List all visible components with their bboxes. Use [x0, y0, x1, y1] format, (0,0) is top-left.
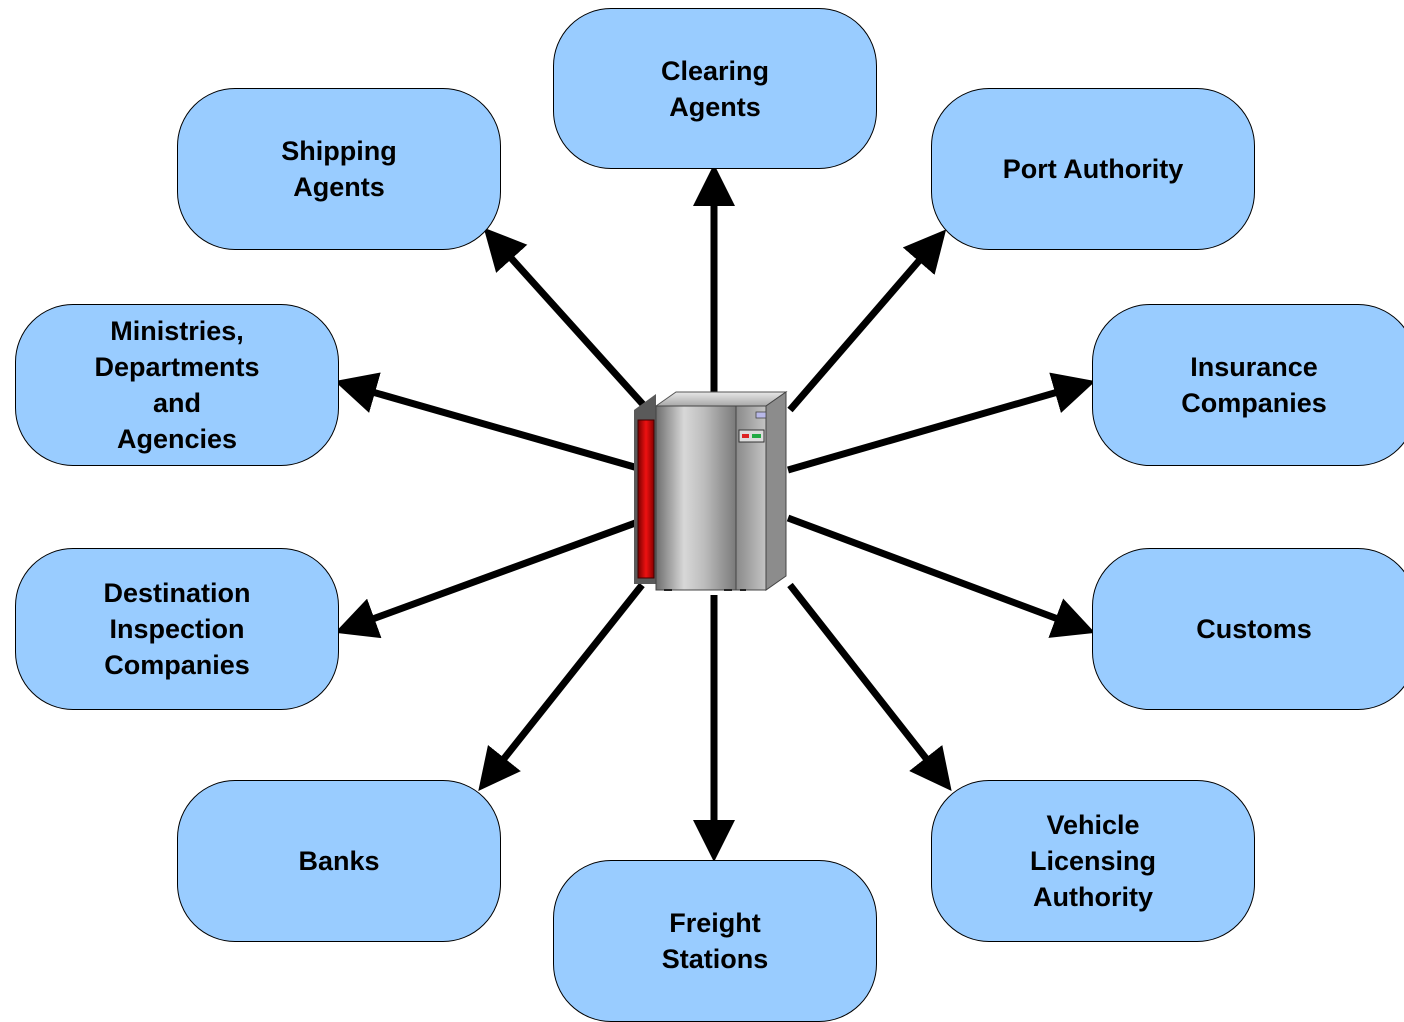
arrow-to-ministries	[334, 372, 639, 472]
node-label: Banks	[298, 846, 380, 876]
arrow-to-insurance-companies	[787, 372, 1096, 474]
arrow-to-port-authority	[787, 229, 947, 413]
node-port-authority: Port Authority	[931, 88, 1255, 250]
node-vehicle-licensing: Vehicle Licensing Authority	[931, 780, 1255, 942]
arrow-to-shipping-agents	[483, 227, 651, 413]
node-label: Customs	[1196, 614, 1312, 644]
node-label: Shipping Agents	[281, 136, 397, 202]
server-cabinet-icon	[634, 391, 788, 591]
arrow-to-vehicle-licensing	[787, 582, 952, 792]
arrow-to-destination-inspection	[334, 518, 640, 639]
node-label: Insurance Companies	[1181, 352, 1327, 418]
node-freight-stations: Freight Stations	[553, 860, 877, 1022]
node-label: Vehicle Licensing Authority	[1029, 810, 1157, 912]
node-label: Freight Stations	[661, 908, 769, 974]
node-label: Clearing Agents	[660, 55, 770, 122]
node-clearing-agents: Clearing Agents	[553, 8, 877, 169]
node-shipping-agents: Shipping Agents	[177, 88, 501, 250]
arrow-to-banks	[478, 582, 645, 791]
node-banks: Banks	[177, 780, 501, 942]
node-label: Port Authority	[1002, 154, 1184, 184]
node-destination-inspection: Destination Inspection Companies	[15, 548, 339, 710]
node-insurance-companies: Insurance Companies	[1092, 304, 1404, 466]
arrow-to-customs	[786, 514, 1096, 638]
node-customs: Customs	[1092, 548, 1404, 710]
node-ministries: Ministries, Departments and Agencies	[15, 304, 339, 466]
node-label: Destination Inspection Companies	[103, 578, 251, 680]
node-label: Ministries, Departments and Agencies	[94, 316, 260, 454]
